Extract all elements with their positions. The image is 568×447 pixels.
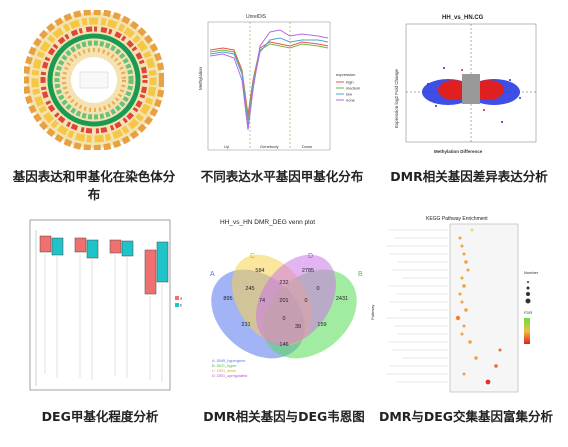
kegg-panel: KEGG Pathway Enrichment Pathway Number F… bbox=[368, 210, 558, 402]
line-legend-title: expression bbox=[336, 72, 355, 77]
caption-line: 不同表达水平基因甲基化分布 bbox=[200, 169, 364, 184]
kegg-bubble-plot: KEGG Pathway Enrichment Pathway Number F… bbox=[370, 216, 539, 393]
boxplot-legend-b: b bbox=[180, 303, 183, 308]
venn-legend-a: A: DMR_hypergene bbox=[212, 359, 245, 363]
venn-label-c: C bbox=[250, 253, 255, 260]
venn-count-b: 2431 bbox=[336, 296, 348, 302]
venn-count-abd: 39 bbox=[295, 324, 301, 330]
caption-venn: DMR相关基因与DEG韦恩图 bbox=[203, 409, 365, 424]
region-up: Up bbox=[224, 144, 230, 149]
venn-count-c: 584 bbox=[255, 268, 264, 274]
venn-set-d bbox=[256, 254, 336, 346]
kegg-legend-fdr-title: FDR bbox=[524, 310, 532, 315]
region-down: Down bbox=[302, 144, 312, 149]
venn-count-bcd: 0 bbox=[304, 298, 307, 304]
venn-legend-d: D: DEG_upregulated bbox=[212, 374, 247, 378]
line-plot-title: UnrelDiS bbox=[246, 14, 267, 20]
venn-diagram: HH_vs_HN DMR_DEG venn plot A B C D 584 2… bbox=[210, 219, 363, 378]
venn-legend-c: C: DEG_down bbox=[212, 369, 236, 373]
caption-circos: 基因表达和甲基化在染色体分布 bbox=[12, 169, 176, 202]
venn-label-a: A bbox=[210, 271, 215, 278]
methylation-line-panel: UnrelDiS Methylation Up Genebody Down ex… bbox=[198, 10, 366, 158]
methylation-line-plot: UnrelDiS Methylation Up Genebody Down ex… bbox=[198, 14, 361, 151]
boxplot-legend-a: a bbox=[180, 296, 183, 301]
venn-count-d: 2785 bbox=[302, 268, 314, 274]
venn-count-a: 895 bbox=[223, 296, 232, 302]
boxplot-panel: a b bbox=[14, 214, 186, 400]
volcano-panel: HH_vs_HN.CG Expression log2 Fold Change … bbox=[392, 10, 542, 158]
venn-label-b: B bbox=[358, 271, 363, 278]
volcano-xlabel: Methylation Difference bbox=[434, 149, 483, 154]
venn-panel: HH_vs_HN DMR_DEG venn plot A B C D 584 2… bbox=[198, 214, 370, 400]
kegg-legend-number-title: Number bbox=[524, 270, 539, 275]
venn-title: HH_vs_HN DMR_DEG venn plot bbox=[220, 219, 315, 226]
line-low bbox=[209, 37, 329, 127]
kegg-fdr-colorbar bbox=[524, 318, 530, 344]
region-genebody: Genebody bbox=[260, 144, 278, 149]
caption-kegg: DMR与DEG交集基因富集分析 bbox=[378, 409, 554, 424]
venn-count-abcd: 0 bbox=[282, 316, 285, 322]
line-plot-ylabel: Methylation bbox=[198, 66, 203, 90]
venn-label-d: D bbox=[308, 253, 313, 260]
venn-legend-b: B: DEG_hyper bbox=[212, 364, 237, 368]
line-legend-medium: medium bbox=[346, 86, 361, 91]
circos-plot-panel bbox=[23, 9, 165, 151]
volcano-ylabel: Expression log2 Fold Change bbox=[394, 68, 399, 128]
caption-boxplot: DEG甲基化程度分析 bbox=[41, 409, 159, 424]
venn-count-cd: 232 bbox=[279, 280, 288, 286]
venn-count-bc: 159 bbox=[317, 322, 326, 328]
venn-count-acd: 74 bbox=[259, 298, 265, 304]
line-medium bbox=[209, 43, 329, 121]
line-none bbox=[209, 29, 329, 131]
caption-volcano: DMR相关基因差异表达分析 bbox=[390, 169, 548, 184]
kegg-ylabel: Pathway bbox=[370, 305, 375, 320]
line-legend-low: low bbox=[346, 92, 352, 97]
methylation-boxplot: a b bbox=[29, 219, 183, 391]
volcano-title: HH_vs_HN.CG bbox=[442, 15, 484, 21]
venn-count-bd: 0 bbox=[316, 286, 319, 292]
venn-count-abcd-upper: 201 bbox=[279, 298, 288, 304]
venn-count-ab: 146 bbox=[279, 342, 288, 348]
line-legend-high: high bbox=[346, 80, 354, 85]
venn-count-ac: 245 bbox=[245, 286, 254, 292]
kegg-title: KEGG Pathway Enrichment bbox=[426, 216, 488, 222]
venn-count-ad: 231 bbox=[241, 322, 250, 328]
volcano-plot: HH_vs_HN.CG Expression log2 Fold Change … bbox=[394, 15, 537, 154]
line-legend-none: none bbox=[346, 98, 356, 103]
circos-plot bbox=[23, 9, 165, 151]
